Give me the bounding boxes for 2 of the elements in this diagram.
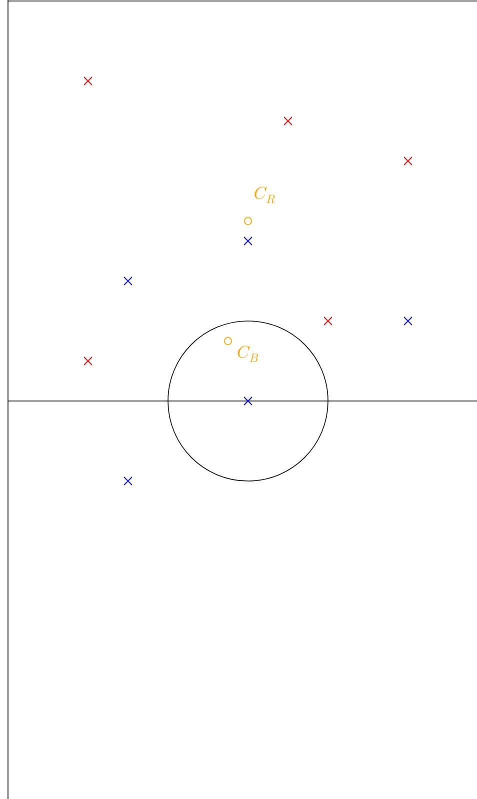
point-label: $C_B$	[238, 346, 258, 362]
point-label: $C_R$	[254, 186, 275, 204]
